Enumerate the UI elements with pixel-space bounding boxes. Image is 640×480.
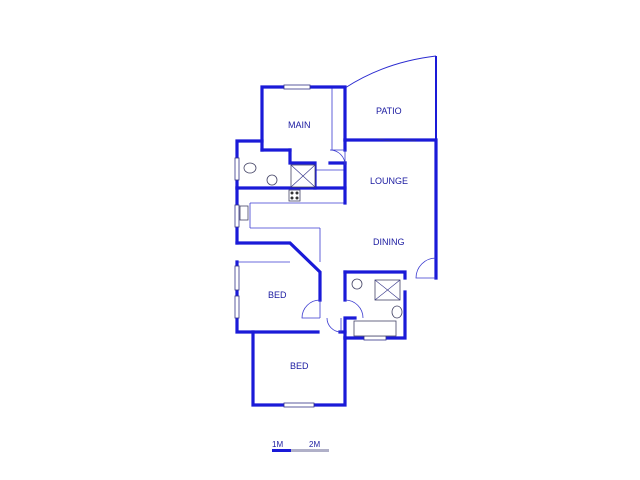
walls <box>235 85 438 407</box>
fixtures <box>239 162 403 337</box>
room-label-bed-1: BED <box>268 290 287 300</box>
stove-icon <box>288 189 301 202</box>
basin-icon <box>266 174 278 186</box>
scale-segment-light <box>291 449 329 452</box>
windows <box>234 84 417 408</box>
room-label-main: MAIN <box>288 120 311 130</box>
basin-icon-2 <box>351 278 363 290</box>
scale-segment-dark <box>272 449 291 452</box>
room-label-patio: PATIO <box>376 106 402 116</box>
interior-lines <box>237 88 435 405</box>
room-label-bed-2: BED <box>290 361 309 371</box>
room-label-dining: DINING <box>373 237 405 247</box>
toilet-icon <box>243 162 257 174</box>
room-label-lounge: LOUNGE <box>370 176 408 186</box>
bath-icon <box>353 320 397 337</box>
scale-label-1m: 1M <box>272 440 283 449</box>
scale-bar: 1M 2M <box>272 440 329 452</box>
sink-icon <box>239 205 249 221</box>
scale-label-2m: 2M <box>309 440 320 449</box>
patio-arc <box>344 55 437 89</box>
doors <box>301 149 437 333</box>
toilet-icon-2 <box>391 305 403 319</box>
